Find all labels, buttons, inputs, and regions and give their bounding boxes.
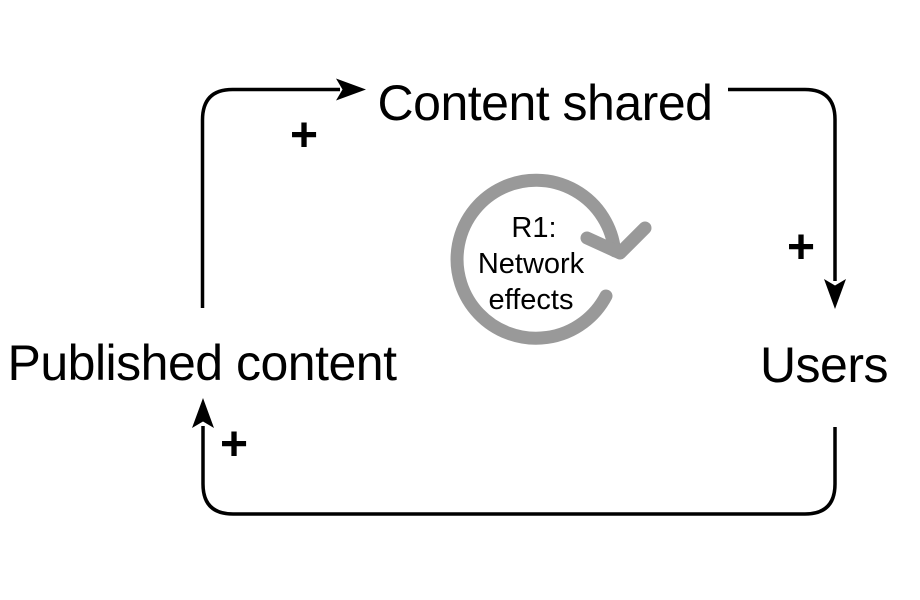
edge-content-shared-to-users: +: [728, 87, 846, 309]
loop-label-line3: effects: [489, 284, 574, 316]
node-label-published-content: Published content: [7, 335, 397, 391]
arrowhead-to-content-shared-icon: [336, 78, 366, 101]
reinforcing-loop-marker: R1: Network effects: [450, 173, 652, 345]
polarity-plus-users-to-published: +: [220, 418, 248, 471]
arrowhead-to-users-icon: [824, 279, 846, 309]
loop-label-line1: R1:: [511, 212, 556, 244]
loop-label-line2: Network: [478, 248, 585, 280]
loop-arc-icon: [450, 173, 622, 345]
polarity-plus-content-shared-to-users: +: [787, 221, 815, 274]
edge-users-to-published: +: [192, 398, 837, 516]
edge-published-to-content-shared: +: [200, 78, 366, 308]
edge-line-published-to-content-shared: [200, 87, 340, 308]
node-label-content-shared: Content shared: [378, 75, 713, 131]
edge-line-content-shared-to-users: [728, 87, 837, 281]
edge-line-users-to-published: [201, 426, 837, 516]
loop-arrowhead-icon: [580, 221, 652, 260]
node-label-users: Users: [760, 337, 888, 393]
polarity-plus-published-to-content-shared: +: [290, 109, 318, 162]
arrowhead-to-published-content-icon: [192, 398, 214, 428]
